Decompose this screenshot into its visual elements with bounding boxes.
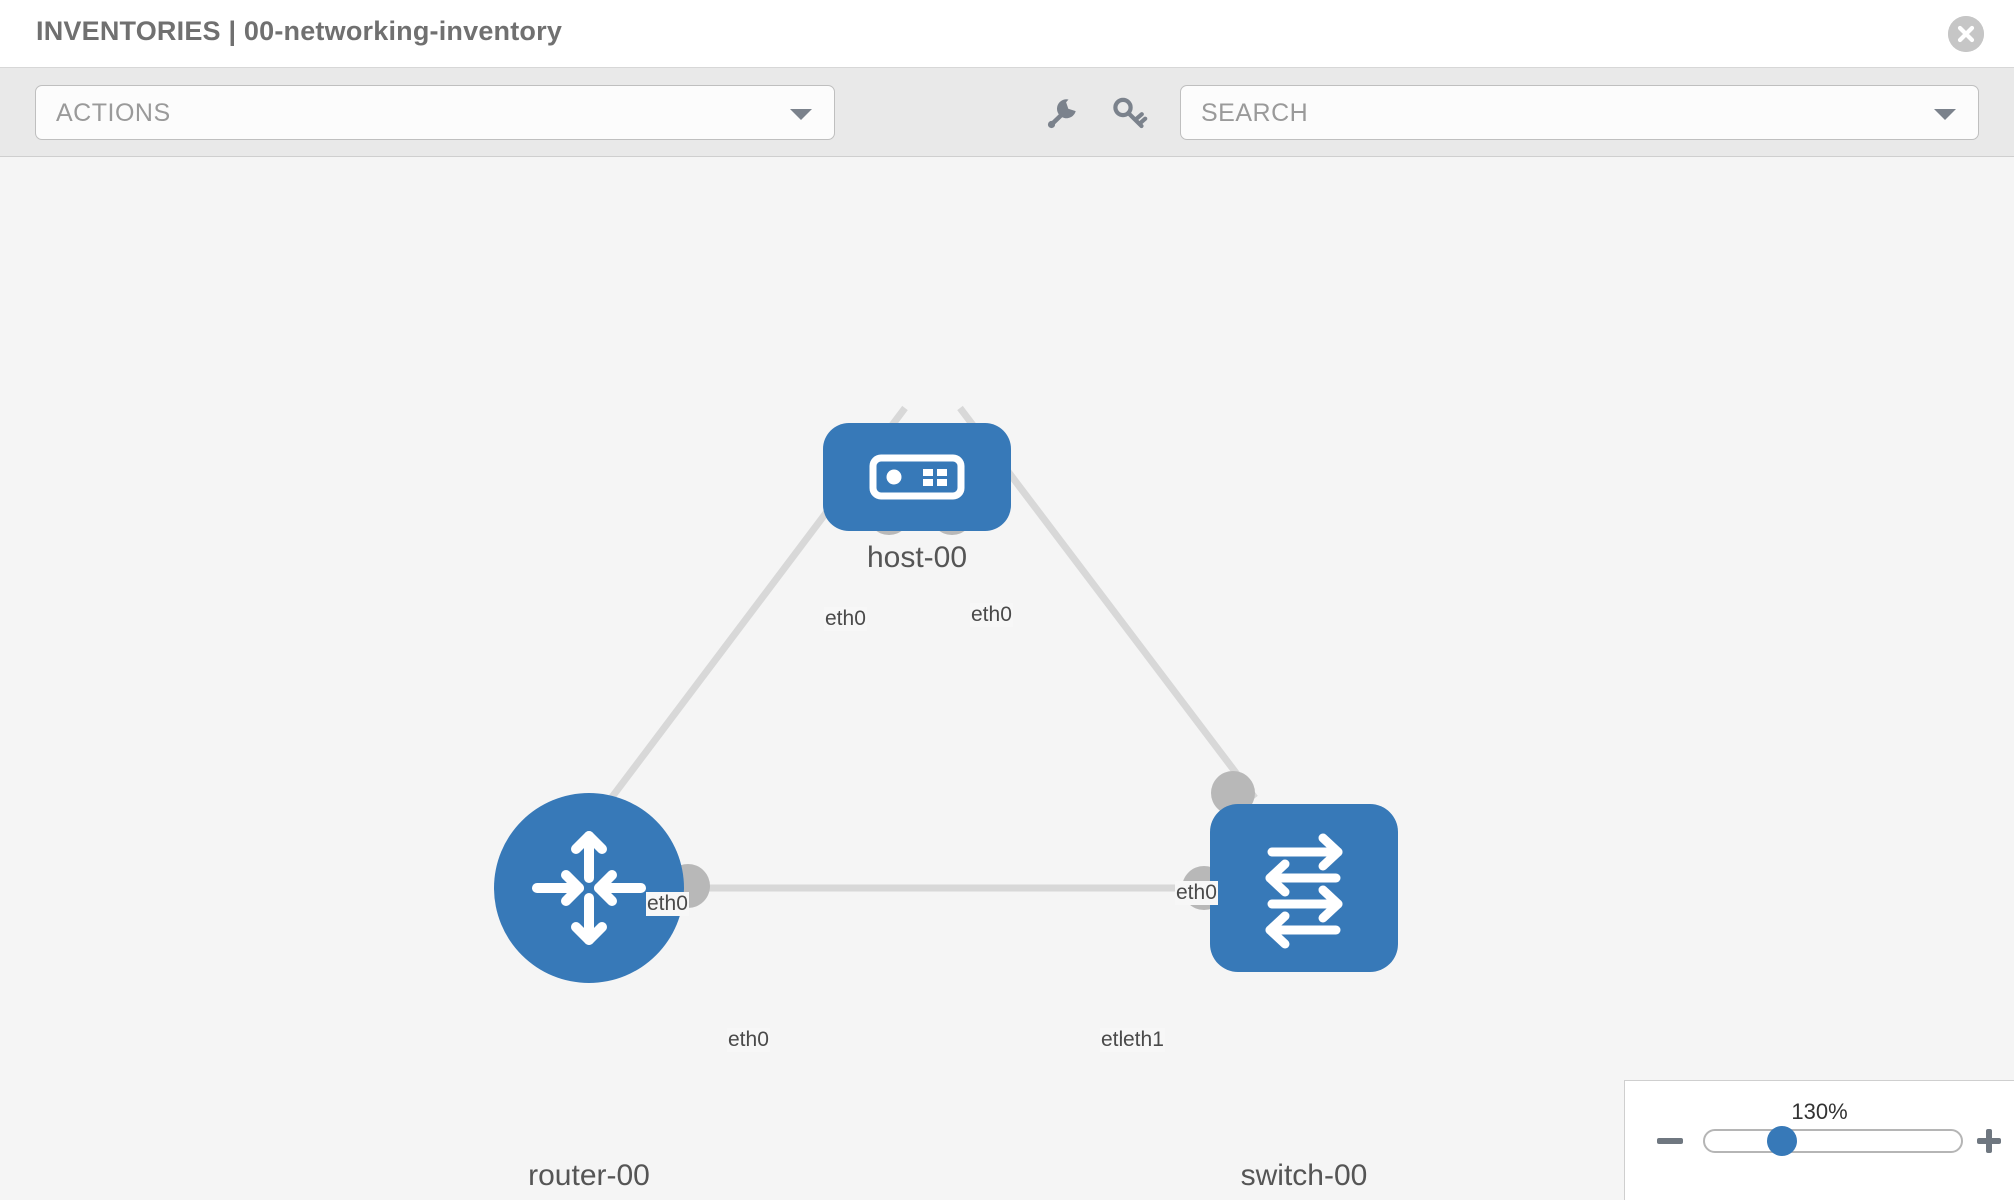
page-title: INVENTORIES | 00-networking-inventory — [36, 16, 563, 46]
key-icon[interactable] — [1108, 91, 1152, 135]
iface-label-router-eth0-right: eth0 — [727, 1028, 770, 1052]
topology-canvas[interactable]: host-00 router-00 switch-00 eth0 eth0 et… — [0, 158, 2014, 1200]
chevron-down-icon[interactable] — [1934, 109, 1956, 120]
iface-label-switch-eth1: eth1 — [1122, 1028, 1165, 1052]
node-host-00[interactable] — [823, 423, 1011, 531]
node-switch-00[interactable] — [1210, 804, 1398, 972]
minus-icon[interactable] — [1657, 1138, 1683, 1144]
search-input[interactable]: SEARCH — [1180, 85, 1979, 140]
zoom-slider-thumb[interactable] — [1767, 1126, 1797, 1156]
node-label-router: router-00 — [528, 1159, 650, 1193]
chevron-down-icon — [790, 109, 812, 120]
topology-graph — [494, 405, 1398, 983]
node-router-00[interactable] — [494, 793, 684, 983]
plus-icon[interactable] — [1977, 1129, 2001, 1153]
close-icon[interactable] — [1948, 16, 1984, 52]
node-label-host: host-00 — [866, 541, 968, 575]
node-label-switch: switch-00 — [1240, 1159, 1368, 1193]
iface-label-switch-eth0-up: eth0 — [1175, 881, 1218, 905]
iface-label-router-eth0-up: eth0 — [646, 892, 689, 916]
zoom-slider[interactable] — [1703, 1129, 1963, 1153]
zoom-control-panel: 130% — [1624, 1080, 2014, 1200]
actions-dropdown[interactable]: ACTIONS — [35, 85, 835, 140]
zoom-level-value: 130% — [1791, 1099, 1848, 1124]
iface-label-host-eth0-left: eth0 — [824, 607, 867, 631]
toolbar: ACTIONS SEARCH — [0, 68, 2014, 157]
actions-dropdown-label: ACTIONS — [56, 99, 171, 127]
iface-label-host-eth0-right: eth0 — [970, 603, 1013, 627]
wrench-icon[interactable] — [1040, 91, 1084, 135]
page-header: INVENTORIES | 00-networking-inventory — [0, 0, 2014, 68]
search-placeholder: SEARCH — [1201, 99, 1309, 127]
